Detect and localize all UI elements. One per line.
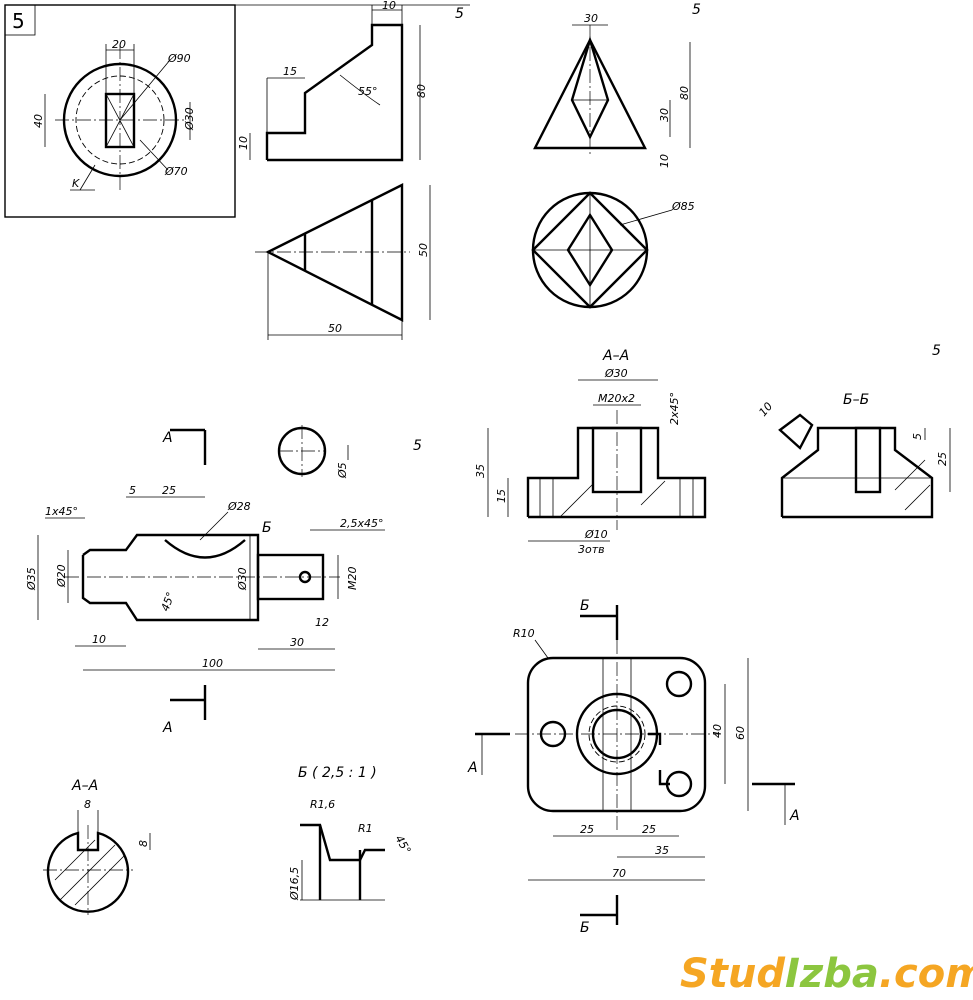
shaft-dim-5: 5 — [129, 484, 136, 497]
flange-dim-35: 35 — [474, 464, 487, 478]
shaft-dim-m20: M20 — [346, 567, 359, 591]
section-mark-a-bottom: А — [162, 720, 173, 736]
dim-d70: Ø70 — [164, 165, 188, 178]
section-aa-title: А–А — [71, 778, 98, 794]
shaft-dim-12: 12 — [315, 616, 329, 629]
dim-20: 20 — [112, 38, 126, 51]
flange-bb-title: Б–Б — [843, 392, 869, 408]
plan-dim-25b: 25 — [642, 823, 656, 836]
prism-dim-10: 10 — [382, 0, 396, 12]
flange-dim-d30: Ø30 — [604, 367, 628, 380]
section-mark-a-top: А — [162, 430, 173, 446]
frame-circle-view: 5 20 Ø90 Ø30 Ø70 40 K — [4, 4, 470, 218]
shaft-detail-b: Б — [262, 520, 272, 536]
detail-dim-r1-6: R1,6 — [310, 798, 335, 811]
shaft-dim-25: 25 — [162, 484, 176, 497]
studizba-logo: StudIzba.com — [680, 951, 973, 997]
logo-part-izba: Izba — [785, 951, 879, 997]
bb-dim-25: 25 — [936, 452, 949, 466]
bb-dim-10: 10 — [756, 400, 775, 419]
plan-dim-40: 40 — [711, 724, 724, 738]
detail-b: Б ( 2,5 : 1 ) R1,6 R1 45° Ø16,5 — [288, 765, 413, 901]
plan-dim-r10: R10 — [513, 627, 535, 640]
frame-number: 5 — [12, 9, 25, 33]
flange-dim-d10: Ø10 — [584, 528, 608, 541]
shaft-dim-d20: Ø20 — [55, 564, 68, 588]
aa-dim-8a: 8 — [84, 798, 91, 811]
flange-bb-number: 5 — [932, 343, 941, 359]
prism-dim-10b: 10 — [237, 136, 250, 150]
prism-dim-50: 50 — [417, 243, 430, 257]
detail-b-title: Б ( 2,5 : 1 ) — [298, 765, 377, 781]
section-aa-small: А–А 8 8 — [43, 778, 151, 915]
shaft-dim-100: 100 — [202, 657, 223, 670]
plan-mark-a-left: А — [467, 760, 478, 776]
shaft-dim-1x45: 1x45° — [45, 505, 78, 518]
pyr-dim-30b: 30 — [658, 108, 671, 122]
shaft-dim-d28: Ø28 — [227, 500, 251, 513]
flange-dim-2x45: 2x45° — [668, 392, 681, 425]
shaft-number: 5 — [413, 438, 422, 454]
pyramid-number: 5 — [692, 2, 701, 18]
prism-dim-80: 80 — [415, 84, 428, 98]
logo-part-com: .com — [879, 951, 973, 997]
detail-dim-45: 45° — [392, 833, 413, 856]
flange-plan: R10 40 60 25 25 35 70 Б Б А А — [467, 598, 800, 936]
flange-dim-m20x2: M20x2 — [598, 392, 635, 405]
aa-dim-8b: 8 — [137, 840, 150, 847]
shaft-dim-30: 30 — [290, 636, 304, 649]
prism-views: 5 10 15 55° 80 10 50 50 — [237, 0, 464, 340]
flange-aa-title: А–А — [602, 348, 629, 364]
prism-dim-50b: 50 — [328, 322, 342, 335]
dim-d90: Ø90 — [167, 52, 191, 65]
dim-40: 40 — [32, 114, 45, 128]
shaft-views: 5 Ø5 А А 1x45° 5 25 Ø28 Б 2,5x45° Ø35 Ø2… — [25, 425, 422, 736]
plan-dim-35: 35 — [655, 844, 669, 857]
pyr-dim-80: 80 — [678, 86, 691, 100]
flange-section-bb: 5 Б–Б 10 5 25 — [756, 343, 951, 519]
pyr-dim-30: 30 — [584, 12, 598, 25]
shaft-dim-d5: Ø5 — [336, 462, 349, 479]
bb-dim-5: 5 — [911, 433, 924, 440]
pyramid-views: 5 30 80 30 10 Ø85 — [531, 2, 701, 309]
shaft-dim-45: 45° — [159, 590, 178, 613]
prism-number: 5 — [455, 6, 464, 22]
shaft-dim-d30: Ø30 — [236, 567, 249, 591]
plan-dim-60: 60 — [734, 726, 747, 740]
shaft-dim-2-5x45: 2,5x45° — [340, 517, 384, 530]
dim-d30: Ø30 — [183, 107, 196, 131]
detail-dim-d16-5: Ø16,5 — [288, 867, 301, 901]
plan-mark-b-top: Б — [580, 598, 590, 614]
pyr-dim-d85: Ø85 — [671, 200, 695, 213]
flange-dim-15: 15 — [495, 489, 508, 503]
prism-dim-15: 15 — [283, 65, 297, 78]
shaft-dim-10: 10 — [92, 633, 106, 646]
prism-dim-55: 55° — [358, 85, 378, 98]
flange-section-aa: А–А Ø30 M20x2 2x45° 35 15 Ø10 3отв — [474, 348, 707, 556]
plan-dim-70: 70 — [612, 867, 626, 880]
shaft-dim-d35: Ø35 — [25, 567, 38, 591]
plan-mark-b-bottom: Б — [580, 920, 590, 936]
pyr-dim-10: 10 — [658, 154, 671, 168]
flange-dim-3holes: 3отв — [578, 543, 605, 556]
plan-mark-a-right: А — [789, 808, 800, 824]
logo-part-stud: Stud — [680, 951, 785, 997]
detail-dim-r1: R1 — [358, 822, 373, 835]
svg-text:StudIzba.com: StudIzba.com — [680, 951, 973, 997]
plan-dim-25a: 25 — [580, 823, 594, 836]
label-k: K — [72, 177, 80, 190]
